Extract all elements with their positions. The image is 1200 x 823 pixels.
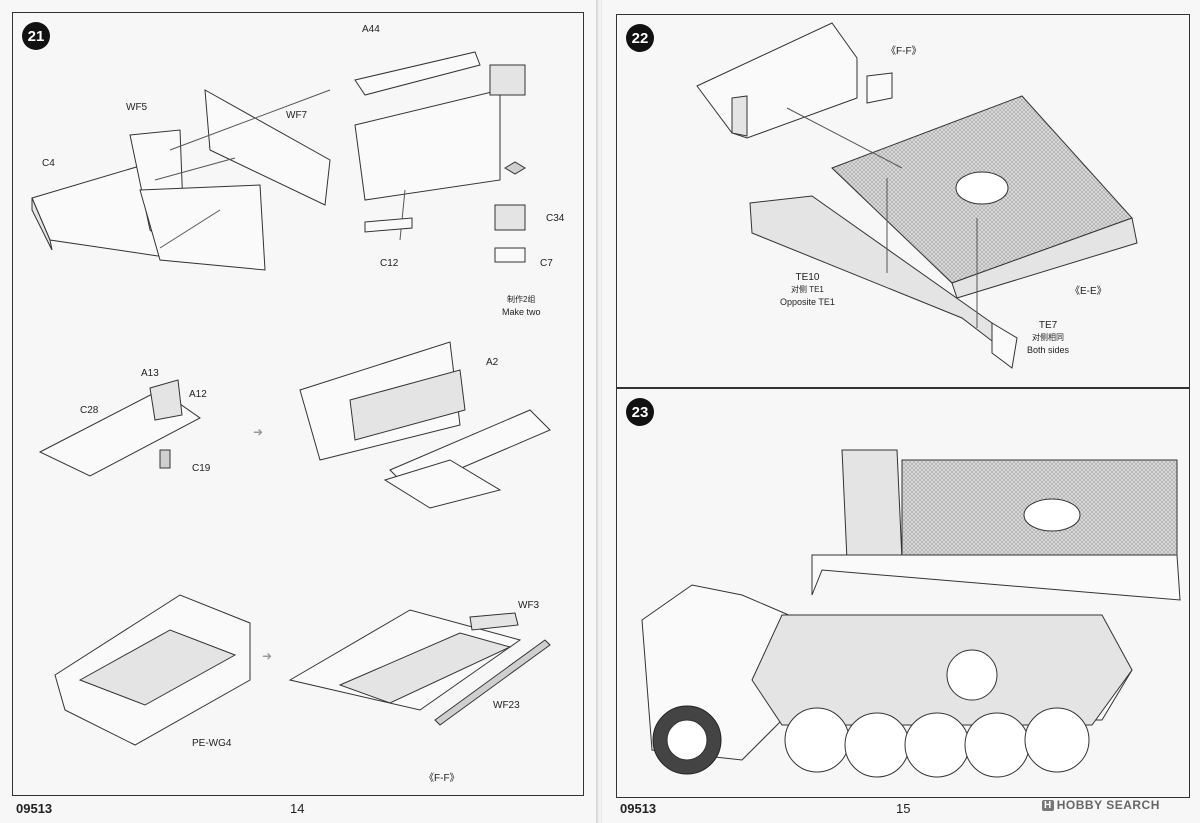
view-label-ff-left: 《F-F》 [424,773,460,784]
callout-c28: C28 [80,405,99,416]
next-step-arrow-2: ➜ [262,649,273,663]
callout-a12: A12 [189,389,207,400]
book-spine [596,0,604,823]
callout-te10-en: Opposite TE1 [780,297,835,307]
callout-te7: TE7 对侧相同 Both sides [1027,320,1069,356]
step-21-sub3-drawing [54,594,551,746]
callout-te7-en: Both sides [1027,345,1070,355]
callout-te10-cn: 对侧 TE1 [790,285,824,294]
callout-c34: C34 [546,213,565,224]
step-21-badge: 21 [22,22,50,50]
step-22-badge: 22 [626,24,654,52]
callout-a13: A13 [141,368,159,379]
view-label-ee: 《E-E》 [1070,286,1107,297]
right-page-code: 09513 [620,801,657,816]
road-wheels [652,649,1090,778]
step-22-frame [616,14,1190,388]
watermark-text: HOBBY SEARCH [1056,798,1160,812]
callout-c7: C7 [540,258,553,269]
watermark-logo: H [1042,799,1054,811]
callout-c12: C12 [380,258,399,269]
step-22-drawing [696,22,1138,369]
callout-wf5: WF5 [126,102,148,113]
step-21-main-drawing [31,51,526,271]
make-two-cn: 制作2组 [507,295,536,304]
callout-a44: A44 [362,24,380,35]
view-label-ff-right: 《F-F》 [886,46,922,57]
left-page: 21 A44 WF5 WF7 C4 C12 C34 C7 制作2组 Make t… [0,0,598,823]
step-23-frame [616,388,1190,798]
left-page-number: 14 [290,801,305,816]
step-21-frame [12,12,584,796]
make-two-en: Make two [502,307,541,317]
next-step-arrow-1: ➜ [253,425,264,439]
right-page: 22 23 《F-F》 TE10 对侧 TE1 Opposite TE1 《E-… [602,0,1200,823]
step-21-sub2-drawing [38,341,551,509]
callout-te7-code: TE7 [1038,320,1058,331]
callout-c4: C4 [42,158,55,169]
callout-wf23: WF23 [493,700,520,711]
callout-wf7: WF7 [286,110,308,121]
callout-pe-wg4: PE-WG4 [192,738,232,749]
callout-wf3: WF3 [518,600,540,611]
step-23-drawing [641,449,1181,778]
callout-make-two: 制作2组 Make two [502,294,541,318]
callout-te10: TE10 对侧 TE1 Opposite TE1 [780,272,835,308]
left-page-code: 09513 [16,801,53,816]
watermark: H HOBBY SEARCH [1042,798,1160,812]
callout-a2: A2 [486,357,499,368]
right-page-number: 15 [896,801,911,816]
callout-te10-code: TE10 [795,272,820,283]
callout-te7-cn: 对侧相同 [1032,333,1065,342]
step-23-badge: 23 [626,398,654,426]
callout-c19: C19 [192,463,211,474]
